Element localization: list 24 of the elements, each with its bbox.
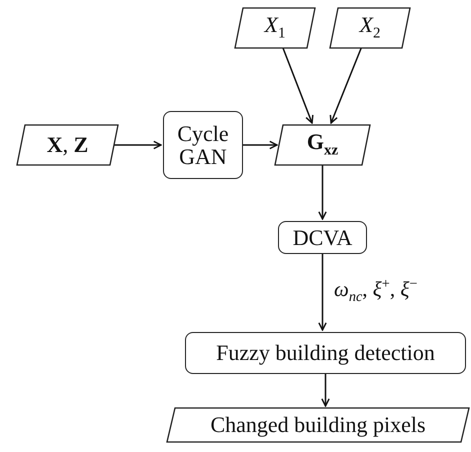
arrow bbox=[318, 254, 327, 331]
node-text: Changed building pixels bbox=[209, 413, 427, 437]
data-parallelogram bbox=[17, 125, 118, 165]
process-box bbox=[163, 111, 243, 179]
arrow bbox=[282, 48, 314, 124]
node-text: Fuzzy building detection bbox=[215, 341, 436, 365]
arrow bbox=[114, 140, 162, 150]
process-box bbox=[185, 332, 466, 374]
data-parallelogram bbox=[330, 8, 410, 48]
node-text: X$_{2}$ bbox=[358, 13, 382, 43]
edge-label: ω$_{nc}$, ξ$^{+}$, ξ$^{−}$ bbox=[334, 276, 418, 306]
arrow bbox=[321, 374, 330, 407]
arrow bbox=[243, 140, 278, 150]
arrow bbox=[318, 165, 327, 220]
data-parallelogram bbox=[275, 125, 370, 165]
node-text: X$_{1}$ bbox=[262, 13, 286, 43]
data-parallelogram bbox=[235, 8, 315, 48]
node-text: Cycle GAN bbox=[176, 122, 230, 168]
data-parallelogram bbox=[167, 408, 469, 442]
node-text: G$_{xz}$ bbox=[306, 130, 340, 160]
node-text: DCVA bbox=[292, 226, 354, 250]
arrow bbox=[330, 48, 362, 124]
process-box bbox=[278, 221, 367, 254]
node-text: X, Z bbox=[46, 133, 90, 157]
